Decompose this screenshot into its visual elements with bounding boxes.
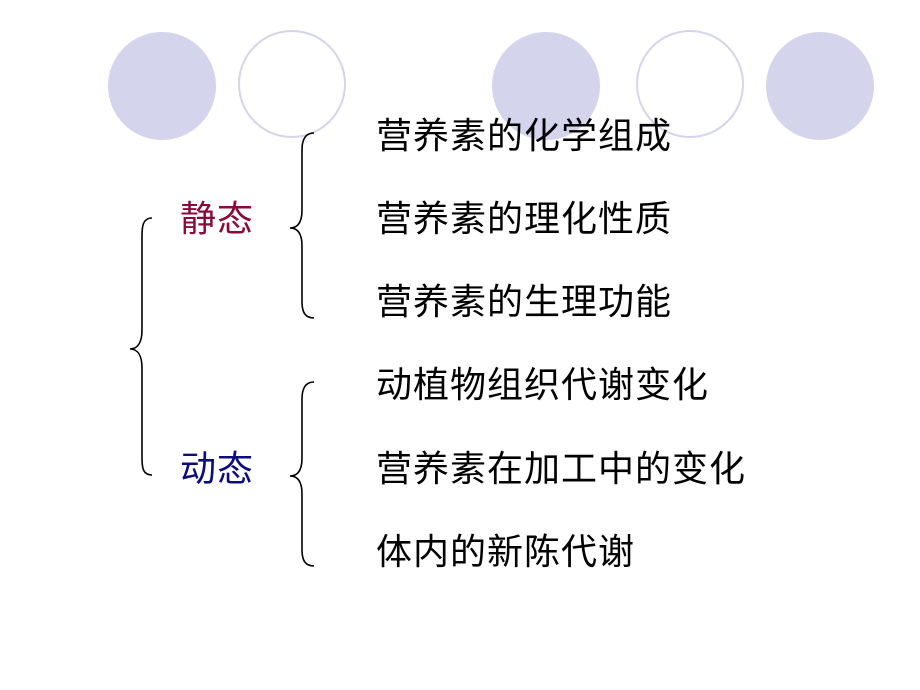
static-category-label: 静态 [180, 199, 255, 240]
decorative-circle-outline [238, 30, 346, 138]
static-topic-item: 营养素的化学组成 [376, 116, 673, 157]
main-brace-icon [129, 217, 153, 476]
dynamic-topic-item: 营养素在加工中的变化 [376, 449, 747, 490]
dynamic-brace-icon [289, 381, 315, 567]
static-topic-item: 营养素的理化性质 [376, 199, 673, 240]
decorative-circle-filled [492, 32, 600, 140]
dynamic-topic-item: 体内的新陈代谢 [376, 532, 636, 573]
dynamic-topic-item: 动植物组织代谢变化 [376, 365, 710, 406]
decorative-circle-filled [108, 32, 216, 140]
dynamic-category-label: 动态 [180, 449, 255, 490]
decorative-circle-outline [636, 30, 744, 138]
static-brace-icon [289, 132, 315, 319]
static-topic-item: 营养素的生理功能 [376, 282, 673, 323]
decorative-circle-filled [766, 32, 874, 140]
